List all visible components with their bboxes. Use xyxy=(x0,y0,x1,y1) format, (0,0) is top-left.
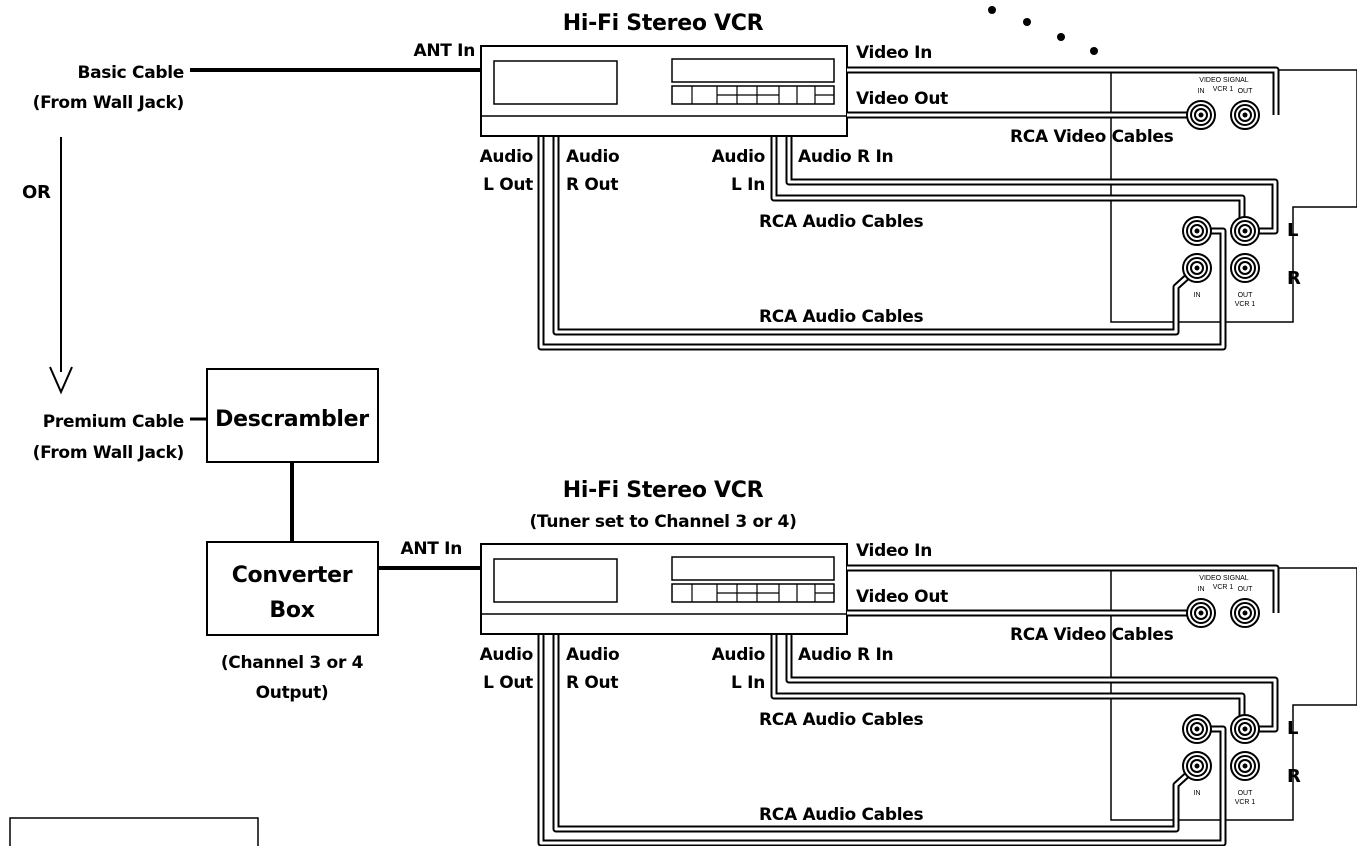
converter-label-line1: Converter xyxy=(232,563,353,588)
top-vcr-title: Hi-Fi Stereo VCR xyxy=(563,11,764,36)
top-vcr xyxy=(480,45,848,137)
top-audio-in-r-jack xyxy=(1182,253,1212,283)
descrambler-label: Descrambler xyxy=(215,407,369,432)
top-setup: Hi-Fi Stereo VCR ANT In VIDEO SIGNAL xyxy=(413,11,1357,351)
top-audio-l-out-line2: L Out xyxy=(483,175,533,195)
bottom-audio-l-out-line1: Audio xyxy=(480,645,533,665)
bottom-audio-l-in-line1: Audio xyxy=(712,645,765,665)
or-label: OR xyxy=(22,182,51,203)
bottom-audio-out-r-jack xyxy=(1230,751,1260,781)
bottom-l-label: L xyxy=(1287,718,1298,739)
continuation-dots xyxy=(988,6,1098,55)
bottom-audio-in-r-jack xyxy=(1182,751,1212,781)
bottom-video-in-label: Video In xyxy=(856,541,932,561)
bottom-r-label: R xyxy=(1287,766,1301,787)
or-arrow-head xyxy=(49,366,73,395)
top-video-out-label: Video Out xyxy=(856,89,948,109)
bottom-rca-audio-cables-upper: RCA Audio Cables xyxy=(759,710,923,730)
bottom-audio-l-in-line2: L In xyxy=(731,673,765,693)
top-rca-audio-cables-lower: RCA Audio Cables xyxy=(759,307,923,327)
bottom-panel-audio-out-label: OUT xyxy=(1238,790,1254,797)
bottom-audio-r-in-label: Audio R In xyxy=(798,645,893,665)
bottom-audio-r-out-line2: R Out xyxy=(566,673,618,693)
top-audio-l-out-line1: Audio xyxy=(480,147,533,167)
bottom-audio-l-out-line2: L Out xyxy=(483,673,533,693)
top-audio-r-in-label: Audio R In xyxy=(798,147,893,167)
top-audio-l-in-line1: Audio xyxy=(712,147,765,167)
bottom-panel-out-label: OUT xyxy=(1238,586,1254,593)
basic-cable-label: Basic Cable xyxy=(77,63,184,83)
top-panel-vcr1-label: VCR 1 xyxy=(1213,86,1234,93)
top-audio-r-out-line1: Audio xyxy=(566,147,619,167)
bottom-vcr-subtitle: (Tuner set to Channel 3 or 4) xyxy=(529,512,796,532)
corner-frame xyxy=(9,817,259,846)
top-l-label: L xyxy=(1287,220,1298,241)
top-rca-video-cables-label: RCA Video Cables xyxy=(1010,127,1174,147)
bottom-rca-video-cables-label: RCA Video Cables xyxy=(1010,625,1174,645)
top-panel-in-label: IN xyxy=(1198,88,1205,95)
top-audio-r-out-line2: R Out xyxy=(566,175,618,195)
top-video-in-jack xyxy=(1186,100,1216,130)
bottom-ant-in-label: ANT In xyxy=(400,539,462,559)
bottom-panel-in-label: IN xyxy=(1198,586,1205,593)
bottom-video-in-jack xyxy=(1186,598,1216,628)
bottom-audio-in-l-jack xyxy=(1182,714,1212,744)
top-panel-audio-in-label: IN xyxy=(1194,292,1201,299)
top-video-in-label: Video In xyxy=(856,43,932,63)
top-video-signal-label: VIDEO SIGNAL xyxy=(1199,77,1249,84)
top-rca-audio-cables-upper: RCA Audio Cables xyxy=(759,212,923,232)
bottom-audio-out-l-jack xyxy=(1230,714,1260,744)
bottom-video-out-jack xyxy=(1230,598,1260,628)
top-panel-out-label: OUT xyxy=(1238,88,1254,95)
top-ant-in-label: ANT In xyxy=(413,41,475,61)
top-r-label: R xyxy=(1287,268,1301,289)
converter-box xyxy=(206,541,379,636)
descrambler-box xyxy=(206,368,379,463)
bottom-panel-vcr1-bottom-label: VCR 1 xyxy=(1235,799,1256,806)
top-audio-out-r-jack xyxy=(1230,253,1260,283)
bottom-panel-vcr1-label: VCR 1 xyxy=(1213,584,1234,591)
top-audio-out-l-jack xyxy=(1230,216,1260,246)
bottom-vcr xyxy=(480,543,848,635)
converter-note-line2: Output) xyxy=(256,683,329,703)
top-panel-audio-out-label: OUT xyxy=(1238,292,1254,299)
top-video-out-jack xyxy=(1230,100,1260,130)
bottom-panel-audio-in-label: IN xyxy=(1194,790,1201,797)
bottom-video-signal-label: VIDEO SIGNAL xyxy=(1199,575,1249,582)
top-audio-l-in-line2: L In xyxy=(731,175,765,195)
bottom-setup: Hi-Fi Stereo VCR (Tuner set to Channel 3… xyxy=(400,478,1357,846)
bottom-video-out-label: Video Out xyxy=(856,587,948,607)
premium-cable-label: Premium Cable xyxy=(43,412,184,432)
bottom-vcr-title: Hi-Fi Stereo VCR xyxy=(563,478,764,503)
converter-label-line2: Box xyxy=(269,598,314,623)
top-panel-vcr1-bottom-label: VCR 1 xyxy=(1235,301,1256,308)
converter-note-line1: (Channel 3 or 4 xyxy=(221,653,364,673)
basic-cable-source-label: (From Wall Jack) xyxy=(33,93,184,113)
bottom-rca-audio-cables-lower: RCA Audio Cables xyxy=(759,805,923,825)
premium-cable-source-label: (From Wall Jack) xyxy=(33,443,184,463)
bottom-audio-r-out-line1: Audio xyxy=(566,645,619,665)
top-audio-in-l-jack xyxy=(1182,216,1212,246)
